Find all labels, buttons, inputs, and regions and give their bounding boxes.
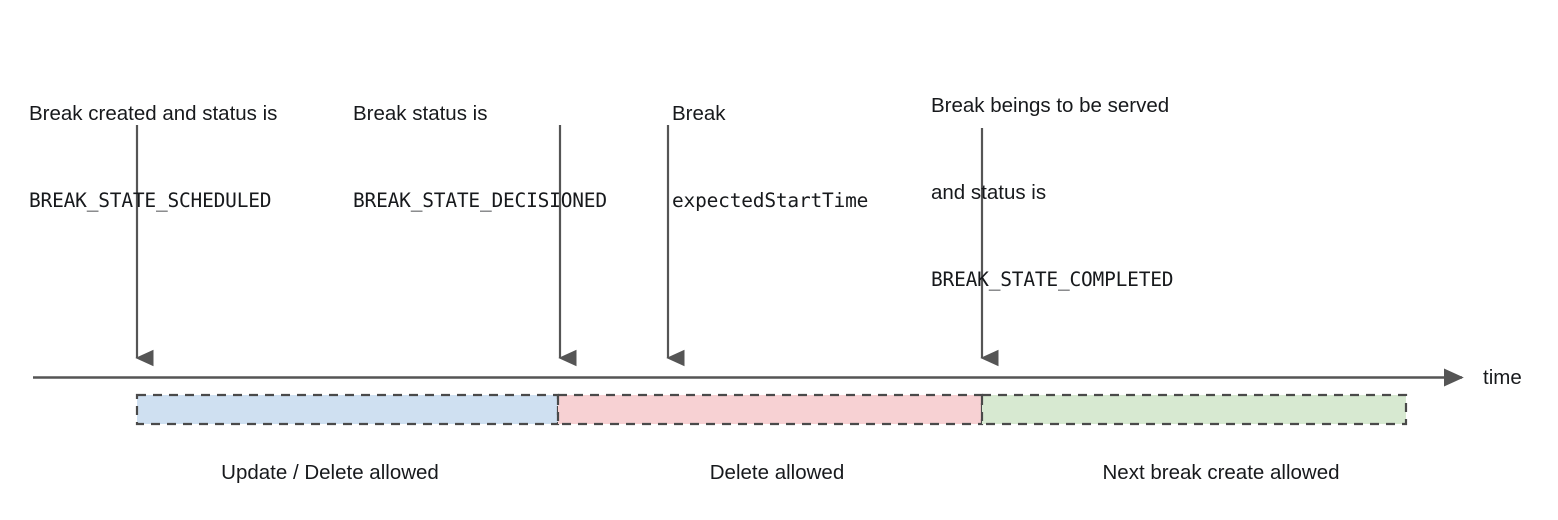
annotation-break-created: Break created and status is BREAK_STATE_… <box>29 41 277 273</box>
annotation-line: BREAK_STATE_SCHEDULED <box>29 189 272 212</box>
annotation-line: BREAK_STATE_COMPLETED <box>931 268 1174 291</box>
annotation-expected-start-time: Break expectedStartTime <box>672 41 868 273</box>
annotation-pointers <box>135 125 999 367</box>
annotation-line: BREAK_STATE_DECISIONED <box>353 189 607 212</box>
annotation-line: Break status is <box>353 102 488 125</box>
bar-next-break-create <box>980 393 1408 426</box>
bar-update-delete <box>135 393 560 426</box>
annotation-break-decisioned: Break status is BREAK_STATE_DECISIONED <box>353 41 607 273</box>
annotation-line: Break beings to be served <box>931 94 1170 117</box>
time-axis-label: time <box>1483 366 1522 389</box>
bar-delete-only <box>556 393 984 426</box>
caption-delete-allowed: Delete allowed <box>709 461 845 484</box>
annotation-line: Break created and status is <box>29 102 278 125</box>
annotation-line: expectedStartTime <box>672 189 869 212</box>
caption-next-break-create-allowed: Next break create allowed <box>1102 461 1340 484</box>
state-bars <box>135 393 1408 426</box>
annotation-break-completed: Break beings to be served and status is … <box>931 33 1174 352</box>
annotation-line: and status is <box>931 181 1047 204</box>
annotation-line: Break <box>672 102 726 125</box>
caption-update-delete-allowed: Update / Delete allowed <box>221 461 439 484</box>
